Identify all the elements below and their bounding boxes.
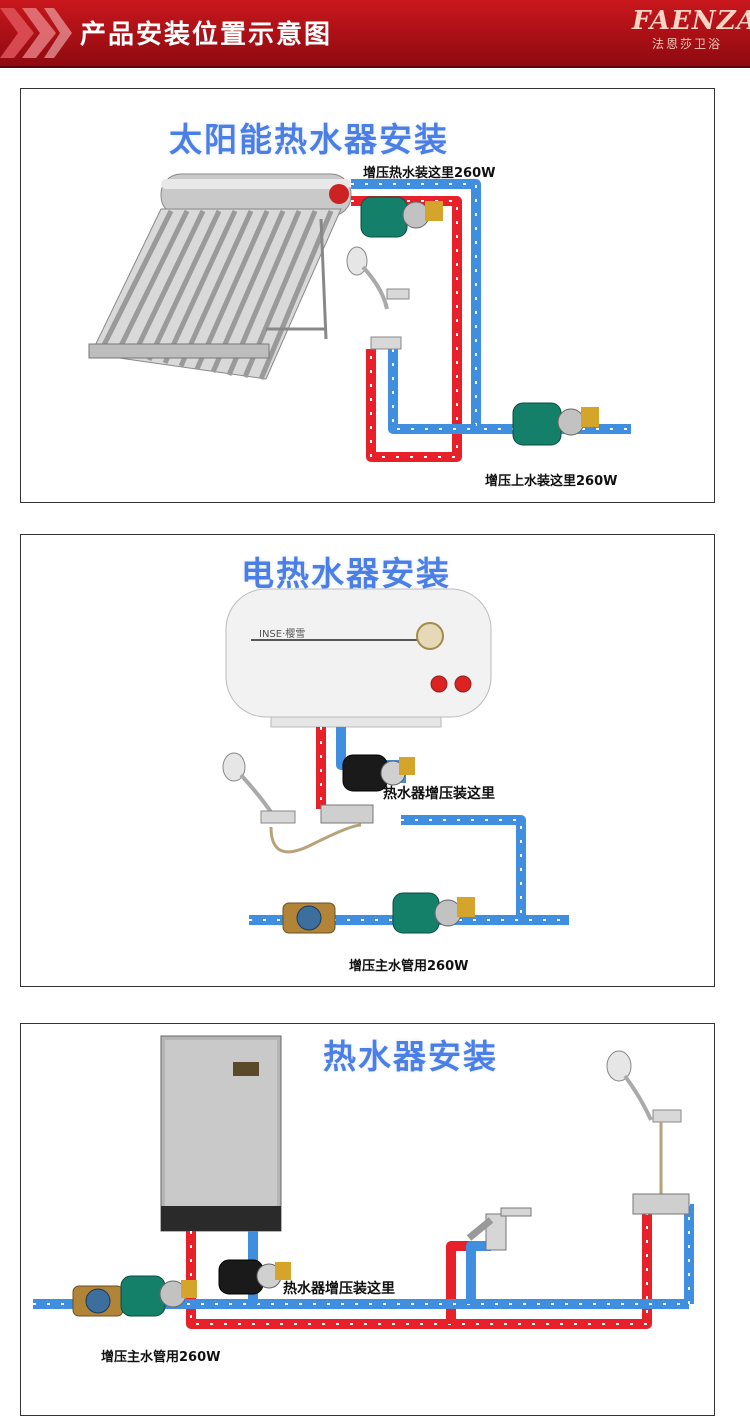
pump-label-inlet: 增压上水装这里260W	[485, 474, 618, 489]
solar-install-diagram	[88, 173, 631, 462]
pump-label-main: 增压主水管用260W	[349, 959, 469, 974]
solar-heater-panel: 太阳能热水器安装 增压热水装这里260W 增压上水装这里260W	[20, 88, 715, 503]
brand-name-en: FAENZA	[632, 6, 750, 36]
pump-label-main: 增压主水管用260W	[101, 1350, 221, 1365]
electric-heater-illustration	[225, 588, 492, 728]
shower-head-icon	[222, 752, 374, 854]
pump-label-heater: 热水器增压装这里	[283, 1281, 395, 1297]
chevron-decoration-icon	[0, 8, 72, 58]
brand-name-cn: 法恩莎卫浴	[651, 37, 722, 51]
gas-install-diagram	[33, 1035, 694, 1329]
page-title: 产品安装位置示意图	[80, 20, 333, 50]
booster-pump-icon	[120, 1275, 197, 1317]
gas-heater-panel: 热水器安装 热水器增压装这里 增压主水管用260W	[20, 1023, 715, 1416]
booster-pump-icon	[360, 196, 443, 238]
booster-pump-icon	[218, 1259, 291, 1295]
gas-heater-illustration	[160, 1035, 282, 1232]
panel-title: 电热水器安装	[241, 554, 451, 593]
shower-head-icon	[346, 246, 410, 350]
electric-install-diagram	[222, 588, 569, 934]
water-meter-icon	[282, 902, 336, 934]
solar-heater-illustration	[88, 173, 352, 380]
panel-title: 热水器安装	[323, 1037, 498, 1076]
water-meter-icon	[72, 1285, 124, 1317]
booster-pump-icon	[342, 754, 415, 792]
shower-head-icon	[606, 1050, 690, 1215]
faucet-icon	[466, 1207, 532, 1251]
electric-heater-panel: 电热水器安装 INSE·樱雪 热水器增压装这里 增压主水管用260W	[20, 534, 715, 987]
brand-logo: FAENZA 法恩莎卫浴	[632, 6, 750, 52]
heater-brand-label: INSE·樱雪	[259, 629, 306, 640]
pump-label-hot: 增压热水装这里260W	[363, 166, 496, 181]
pump-label-heater: 热水器增压装这里	[383, 786, 495, 802]
panel-title: 太阳能热水器安装	[169, 120, 449, 159]
header-banner: 产品安装位置示意图 FAENZA 法恩莎卫浴	[0, 0, 750, 68]
booster-pump-icon	[392, 892, 475, 934]
booster-pump-icon	[512, 402, 599, 446]
